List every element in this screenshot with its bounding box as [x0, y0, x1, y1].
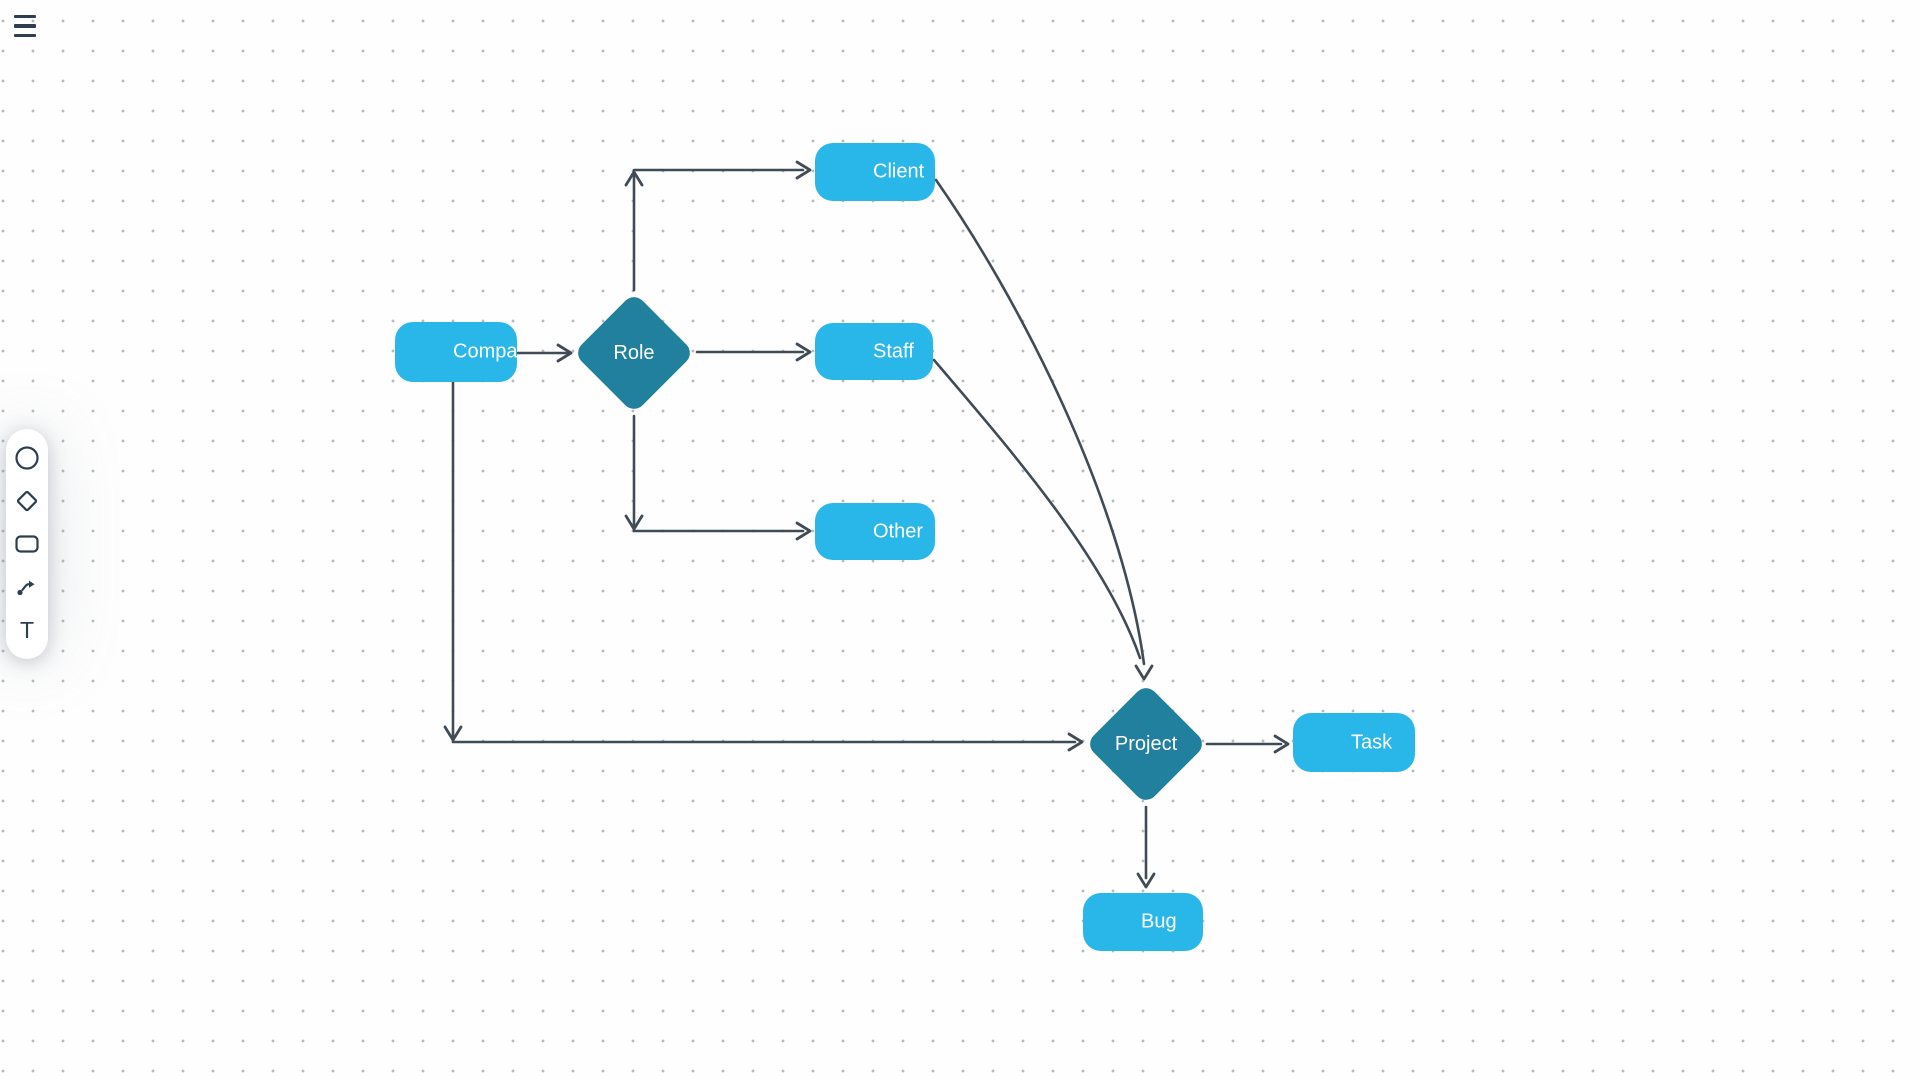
text-tool[interactable]: T	[11, 614, 43, 646]
edge-role-other[interactable]	[632, 414, 805, 533]
edge-company-project[interactable]	[451, 380, 1077, 744]
node-task[interactable]: Task	[1293, 713, 1415, 772]
arrowhead-role-client-up	[624, 170, 644, 187]
edge-client-project[interactable]	[934, 178, 1146, 666]
connector-tool[interactable]	[11, 571, 43, 603]
diamond-shape-icon	[16, 490, 38, 512]
node-bug[interactable]: Bug	[1083, 893, 1203, 951]
hamburger-bar	[14, 24, 36, 28]
node-label-task: Task	[1351, 731, 1393, 753]
arrowhead-project-task-right	[1273, 734, 1290, 754]
node-staff[interactable]: Staff	[815, 323, 933, 380]
arrowhead-role-other-right	[795, 521, 812, 541]
node-role[interactable]: Role	[573, 292, 695, 414]
node-other[interactable]: Other	[815, 503, 935, 560]
circle-shape-icon	[15, 446, 39, 470]
arrowhead-role-other-down	[624, 514, 644, 531]
arrowhead-project-bug-down	[1136, 872, 1156, 889]
shape-toolbar: T	[6, 429, 48, 659]
rectangle-tool[interactable]	[11, 528, 43, 560]
node-label-project: Project	[1114, 732, 1178, 755]
node-label-staff: Staff	[873, 340, 914, 362]
circle-tool[interactable]	[11, 442, 43, 474]
arrowhead-company-project-right	[1067, 732, 1084, 752]
arrowhead-company-project-down	[443, 725, 463, 742]
edge-role-client[interactable]	[632, 168, 805, 292]
arrowhead-client-project-down	[1134, 664, 1154, 681]
node-label-bug: Bug	[1141, 910, 1177, 933]
arrowhead-role-client-right	[795, 160, 812, 180]
edge-staff-project[interactable]	[932, 358, 1142, 660]
rectangle-shape-icon	[15, 535, 39, 553]
arrowhead-role-staff-right	[795, 342, 812, 362]
node-project[interactable]: Project	[1085, 683, 1207, 805]
diamond-tool[interactable]	[11, 485, 43, 517]
hamburger-bar	[14, 15, 36, 19]
hamburger-bar	[14, 33, 36, 37]
node-label-company: Compa	[453, 340, 517, 363]
hamburger-menu-icon[interactable]	[14, 13, 38, 39]
connector-arrow-icon	[17, 580, 35, 596]
node-client[interactable]: Client	[815, 143, 935, 201]
node-label-other: Other	[873, 520, 924, 542]
node-company[interactable]: Compa	[395, 322, 517, 382]
arrowhead-company-role-right	[556, 343, 573, 363]
node-label-role: Role	[613, 341, 655, 364]
node-label-client: Client	[873, 160, 925, 183]
text-tool-icon: T	[19, 616, 35, 643]
